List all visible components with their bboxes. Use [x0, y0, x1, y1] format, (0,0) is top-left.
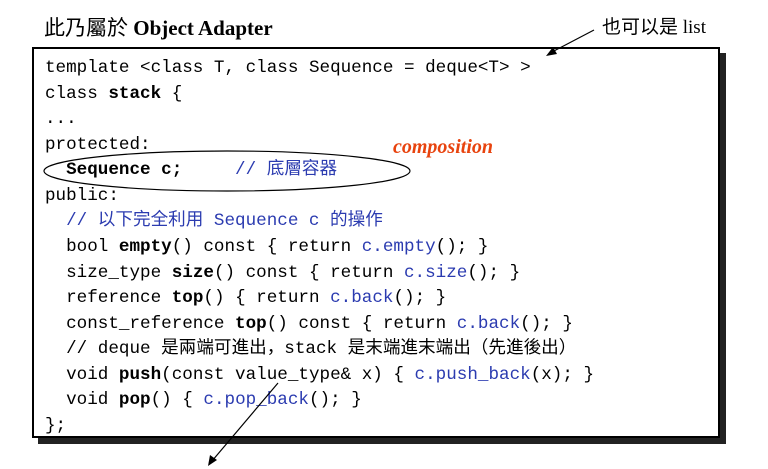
code-box: template <class T, class Sequence = dequ…	[32, 47, 720, 438]
page-title: 此乃屬於 Object Adapter	[44, 12, 273, 42]
code-text: const_reference	[45, 314, 236, 334]
code-text: () const { return	[171, 237, 362, 257]
delegate-call: c.back	[330, 288, 394, 308]
code-text: reference	[45, 288, 172, 308]
delegate-call: c.pop_back	[203, 390, 309, 410]
code-line-13: void push(const value_type& x) { c.push_…	[45, 365, 594, 385]
code-line-12: // deque 是兩端可進出，stack 是末端進末端出（先進後出）	[45, 339, 577, 359]
delegate-call: c.empty	[361, 237, 436, 257]
code-text: (const value_type& x) {	[161, 365, 415, 385]
code-line-8: bool empty() const { return c.empty(); }	[45, 237, 488, 257]
code-line-7: // 以下完全利用 Sequence c 的操作	[45, 211, 383, 231]
code-line-9: size_type size() const { return c.size()…	[45, 263, 520, 283]
code-text: bool	[45, 237, 119, 257]
delegate-call: c.back	[456, 314, 521, 334]
method-name: pop	[118, 390, 151, 410]
class-name-stack: stack	[108, 84, 162, 104]
code-text: class	[45, 84, 109, 104]
code-text: void	[45, 365, 119, 385]
code-text: (); }	[467, 263, 521, 283]
title-prefix: 此乃屬於	[44, 16, 134, 40]
method-name: size	[171, 263, 214, 283]
code-line-15: };	[45, 416, 67, 436]
code-text: (); }	[393, 288, 447, 308]
method-name: push	[118, 365, 162, 385]
code-line-5: Sequence c; // 底層容器	[45, 160, 337, 180]
bottom-arrow-head	[208, 455, 217, 466]
code-line-2: class stack {	[45, 84, 182, 104]
code-line-4: protected:	[45, 135, 151, 155]
code-text: {	[161, 84, 183, 104]
code-comment: // 底層容器	[182, 160, 338, 180]
code-line-1: template <class T, class Sequence = dequ…	[45, 58, 531, 78]
list-note: 也可以是 list	[602, 17, 706, 38]
sequence-member: Sequence c;	[45, 160, 183, 180]
code-text: () const { return	[266, 314, 457, 334]
code-text: (); }	[308, 390, 362, 410]
code-line-6: public:	[45, 186, 119, 206]
code-text: (); }	[520, 314, 573, 334]
method-name: top	[171, 288, 204, 308]
method-name: top	[235, 314, 267, 334]
code-line-3: ...	[45, 109, 77, 129]
code-line-10: reference top() { return c.back(); }	[45, 288, 446, 308]
composition-label: composition	[393, 136, 494, 158]
code-text: size_type	[45, 263, 172, 283]
code-text: (); }	[435, 237, 489, 257]
delegate-call: c.push_back	[414, 365, 531, 385]
code-text: void	[45, 390, 119, 410]
title-bold: Object Adapter	[133, 16, 273, 40]
code-text: () const { return	[213, 263, 404, 283]
code-line-11: const_reference top() const { return c.b…	[45, 314, 573, 334]
delegate-call: c.size	[403, 263, 468, 283]
method-name: empty	[118, 237, 172, 257]
code-text: () {	[150, 390, 204, 410]
code-line-14: void pop() { c.pop_back(); }	[45, 390, 362, 410]
code-text: () { return	[203, 288, 331, 308]
code-text: (x); }	[530, 365, 595, 385]
